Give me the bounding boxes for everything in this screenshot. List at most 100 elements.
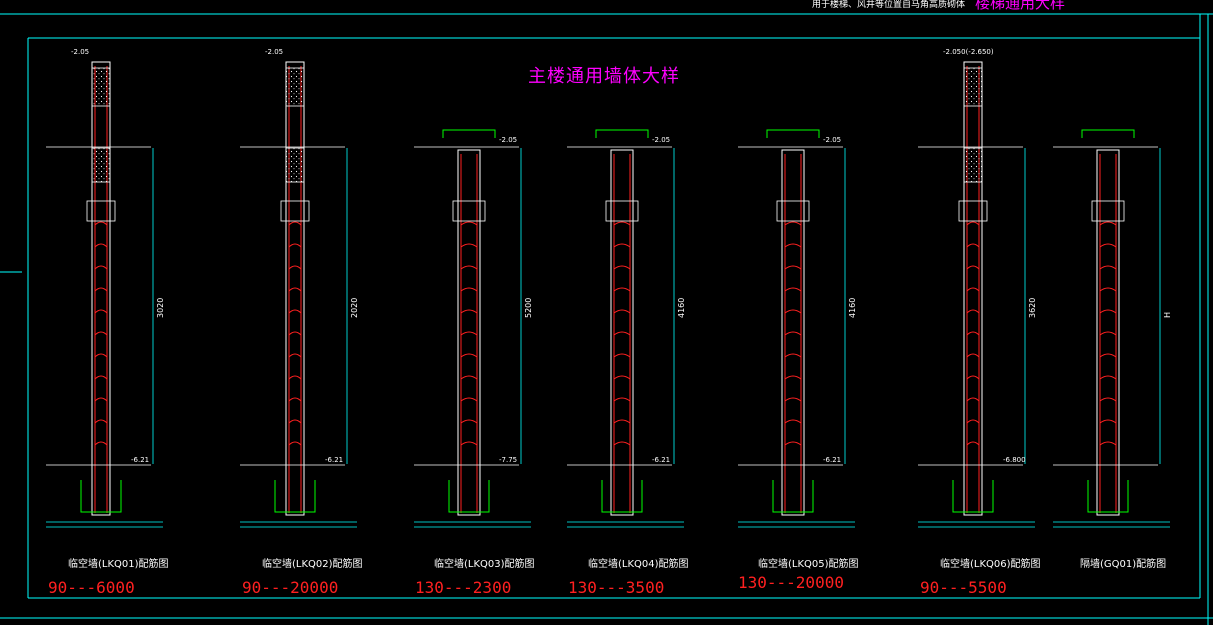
distribution-bar (966, 243, 980, 248)
distribution-bar (288, 221, 302, 226)
distribution-bar (288, 265, 302, 270)
distribution-bar (94, 419, 108, 424)
distribution-bar (784, 243, 802, 248)
distribution-bar (460, 353, 478, 358)
wall-caption: 临空墙(LKQ06)配筋图 (940, 559, 1041, 570)
wall-dimension-note: 130---20000 (738, 573, 844, 592)
main-title: 主楼通用墙体大样 (528, 66, 680, 87)
distribution-bar (613, 353, 631, 358)
distribution-bar (1099, 419, 1117, 424)
distribution-bar (966, 221, 980, 226)
beam-box (1091, 200, 1125, 222)
beam-box (452, 200, 486, 222)
wall-caption: 临空墙(LKQ01)配筋图 (68, 559, 169, 570)
top-elevation: -2.050(-2.650) (943, 48, 994, 56)
wall-dimension-note: 130---3500 (568, 578, 665, 597)
distribution-bar (94, 375, 108, 380)
top-anchor-hook (595, 129, 649, 138)
beam-box (776, 200, 810, 222)
distribution-bar (1099, 243, 1117, 248)
distribution-bar (966, 353, 980, 358)
height-label: 5200 (524, 298, 533, 318)
bottom-elevation: -6.800 (1003, 456, 1026, 464)
wall-outline (610, 149, 634, 516)
distribution-bar (1099, 353, 1117, 358)
distribution-bar (1099, 441, 1117, 446)
wall-outline (963, 61, 983, 516)
wall-dimension-note: 130---2300 (415, 578, 512, 597)
bottom-anchor-hook (601, 480, 643, 513)
distribution-bar (613, 397, 631, 402)
distribution-bar (1099, 287, 1117, 292)
distribution-bar (613, 265, 631, 270)
distribution-bar (1099, 309, 1117, 314)
distribution-bar (1099, 221, 1117, 226)
drawing-frame (0, 13, 1213, 625)
distribution-bar (966, 441, 980, 446)
wall-section: 2020-2.05-6.21 (240, 48, 359, 528)
distribution-bar (460, 331, 478, 336)
distribution-bar (288, 375, 302, 380)
distribution-bar (784, 265, 802, 270)
top-elevation: -2.05 (823, 136, 841, 144)
wall-dimension-note: 90---20000 (242, 578, 339, 597)
distribution-bar (94, 287, 108, 292)
bottom-anchor-hook (274, 480, 316, 513)
distribution-bar (288, 353, 302, 358)
distribution-bar (94, 397, 108, 402)
masonry-hatch (963, 67, 983, 107)
wall-caption: 临空墙(LKQ03)配筋图 (434, 559, 535, 570)
bottom-anchor-hook (952, 480, 994, 513)
masonry-hatch (91, 67, 111, 107)
wall-section: 5200 -2.05 -7.75 (414, 129, 533, 528)
wall-section: 4160-2.05-6.21 (567, 129, 686, 528)
distribution-bar (966, 309, 980, 314)
wall-dimension-note: 90---5500 (920, 578, 1007, 597)
distribution-bar (288, 287, 302, 292)
distribution-bar (288, 331, 302, 336)
wall-sections: 3020-2.05-6.212020-2.05-6.215200-2.05-7.… (46, 48, 1172, 528)
distribution-bar (784, 331, 802, 336)
top-anchor-hook (442, 129, 496, 138)
distribution-bar (613, 243, 631, 248)
distribution-bar (460, 419, 478, 424)
distribution-bar (784, 287, 802, 292)
masonry-hatch (285, 147, 305, 183)
distribution-bar (94, 243, 108, 248)
distribution-bar (1099, 331, 1117, 336)
distribution-bar (613, 309, 631, 314)
beam-box (605, 200, 639, 222)
distribution-bar (460, 287, 478, 292)
distribution-bar (784, 441, 802, 446)
top-elevation: -2.05 (71, 48, 89, 56)
distribution-bar (784, 221, 802, 226)
bottom-elevation: -7.75 (499, 456, 517, 464)
bottom-anchor-hook (772, 480, 814, 513)
distribution-bar (94, 265, 108, 270)
header-note: 用于楼梯、风井等位置自马角高质砌体 (812, 0, 966, 10)
wall-dimension-note: 90---6000 (48, 578, 135, 597)
height-label: 2020 (350, 298, 359, 318)
top-elevation: -2.05 (652, 136, 670, 144)
distribution-bar (966, 375, 980, 380)
distribution-bar (966, 265, 980, 270)
wall-outline (1096, 149, 1120, 516)
bottom-elevation: -6.21 (823, 456, 841, 464)
top-anchor-hook (766, 129, 820, 138)
height-label: 4160 (677, 298, 686, 318)
distribution-bar (613, 419, 631, 424)
beam-box (86, 200, 116, 222)
top-elevation: -2.05 (499, 136, 517, 144)
bottom-anchor-hook (448, 480, 490, 513)
distribution-bar (966, 331, 980, 336)
header-title: 楼梯通用大样 (975, 0, 1066, 12)
height-label: 3620 (1028, 298, 1037, 318)
distribution-bar (460, 221, 478, 226)
distribution-bar (460, 441, 478, 446)
beam-box (280, 200, 310, 222)
wall-outline (285, 61, 305, 516)
distribution-bar (94, 331, 108, 336)
distribution-bar (288, 309, 302, 314)
distribution-bar (613, 375, 631, 380)
